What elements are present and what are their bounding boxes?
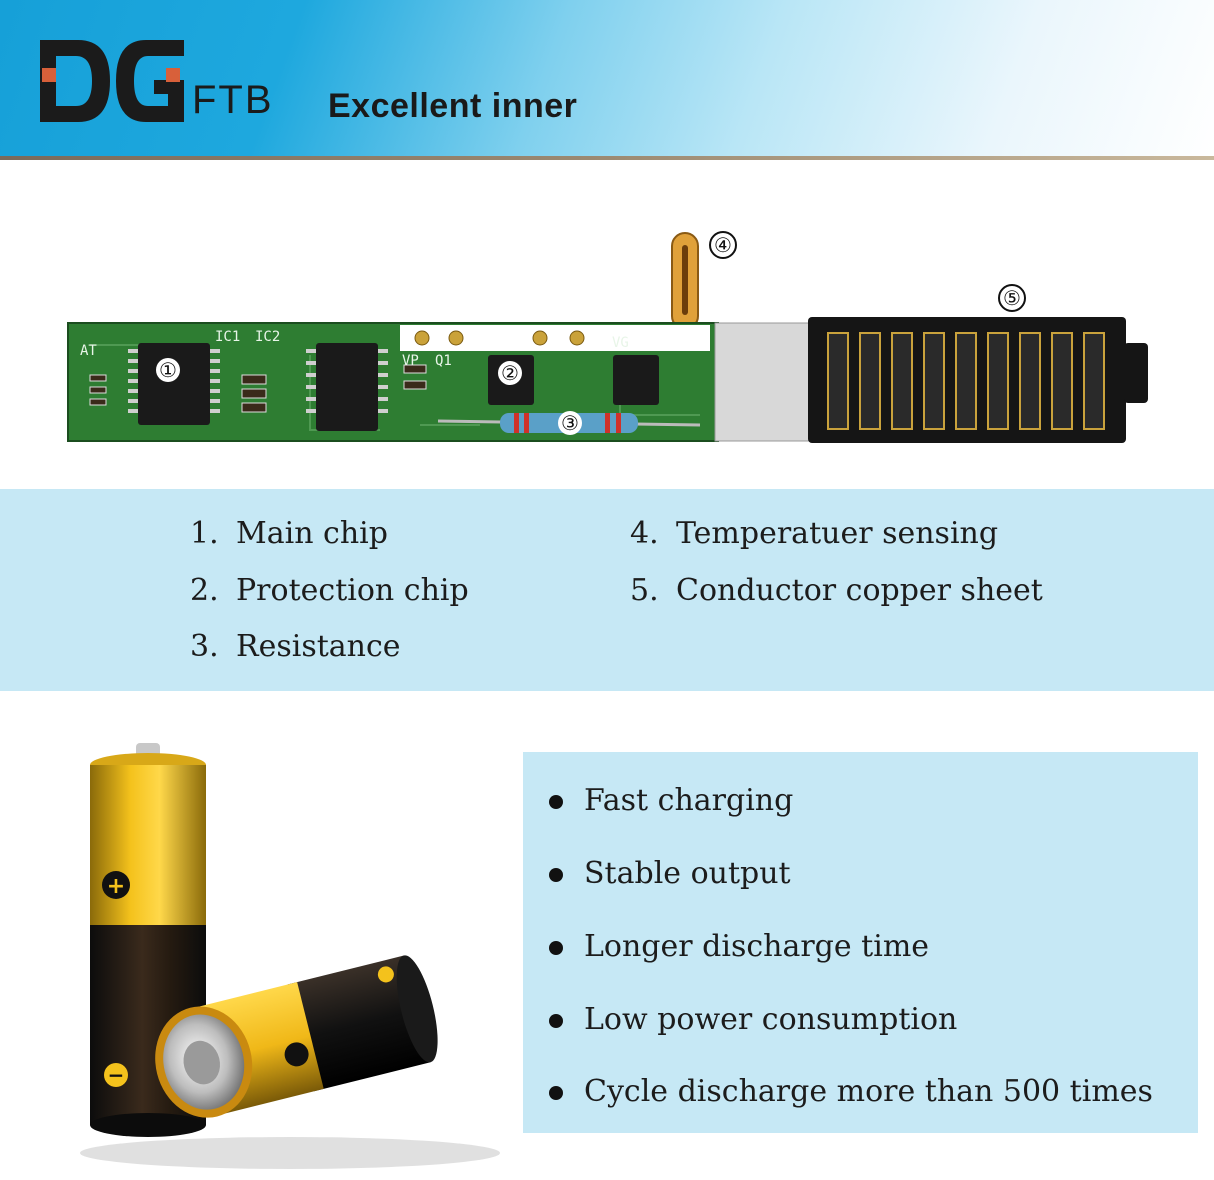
feature-text: Longer discharge time	[584, 929, 930, 964]
aa-batteries-image: + −	[80, 743, 500, 1169]
legend-item-main-chip: 1. Main chip	[190, 515, 388, 553]
legend-label: Temperatuer sensing	[676, 516, 999, 551]
legend-item-protection-chip: 2. Protection chip	[190, 572, 469, 610]
banner-divider	[0, 156, 1214, 160]
legend-item-conductor-copper-sheet: 5. Conductor copper sheet	[630, 572, 1043, 610]
bullet-icon	[549, 795, 563, 809]
legend-item-resistance: 3. Resistance	[190, 628, 401, 666]
legend-label: Resistance	[236, 629, 401, 664]
legend-label: Protection chip	[236, 573, 469, 608]
legend-item-temperature-sensing: 4. Temperatuer sensing	[630, 515, 998, 553]
callout-1: ①	[159, 358, 177, 382]
feature-text: Fast charging	[584, 783, 794, 818]
silkscreen-ic1: IC1	[215, 329, 240, 345]
callout-5: ⑤	[1003, 286, 1021, 310]
page-title: Excellent inner	[328, 87, 578, 125]
header-banner: DG FTB Excellent inner	[0, 0, 1214, 160]
brand-logo-icon: DG	[40, 40, 184, 122]
feature-text: Cycle discharge more than 500 times	[584, 1074, 1153, 1109]
bullet-icon	[549, 1014, 563, 1028]
feature-text: Stable output	[584, 856, 791, 891]
legend-num: 3.	[190, 629, 219, 664]
features-panel: Fast charging Stable output Longer disch…	[523, 752, 1198, 1133]
callout-2: ②	[501, 361, 519, 385]
legend-num: 1.	[190, 516, 219, 551]
feature-text: Low power consumption	[584, 1002, 958, 1037]
legend-num: 4.	[630, 516, 659, 551]
silkscreen-vg: VG	[612, 335, 629, 351]
circuit-board-image: ④ ① ② ③ AT IC1 IC2	[67, 231, 1148, 443]
brand-name: FTB	[192, 78, 274, 122]
silkscreen-q1: Q1	[435, 353, 452, 369]
negative-symbol: −	[108, 1063, 125, 1087]
legend-label: Conductor copper sheet	[676, 573, 1043, 608]
callout-3: ③	[561, 411, 579, 435]
silkscreen-ic2: IC2	[255, 329, 280, 345]
silkscreen-vp: VP	[402, 353, 419, 369]
bullet-icon	[549, 941, 563, 955]
bullet-icon	[549, 1086, 563, 1100]
callout-4: ④	[714, 233, 732, 257]
positive-symbol: +	[107, 874, 125, 899]
legend-num: 2.	[190, 573, 219, 608]
bullet-icon	[549, 868, 563, 882]
silkscreen-at: AT	[80, 343, 97, 359]
legend-label: Main chip	[236, 516, 388, 551]
legend-num: 5.	[630, 573, 659, 608]
component-legend: 1. Main chip 2. Protection chip 3. Resistan…	[0, 489, 1214, 691]
